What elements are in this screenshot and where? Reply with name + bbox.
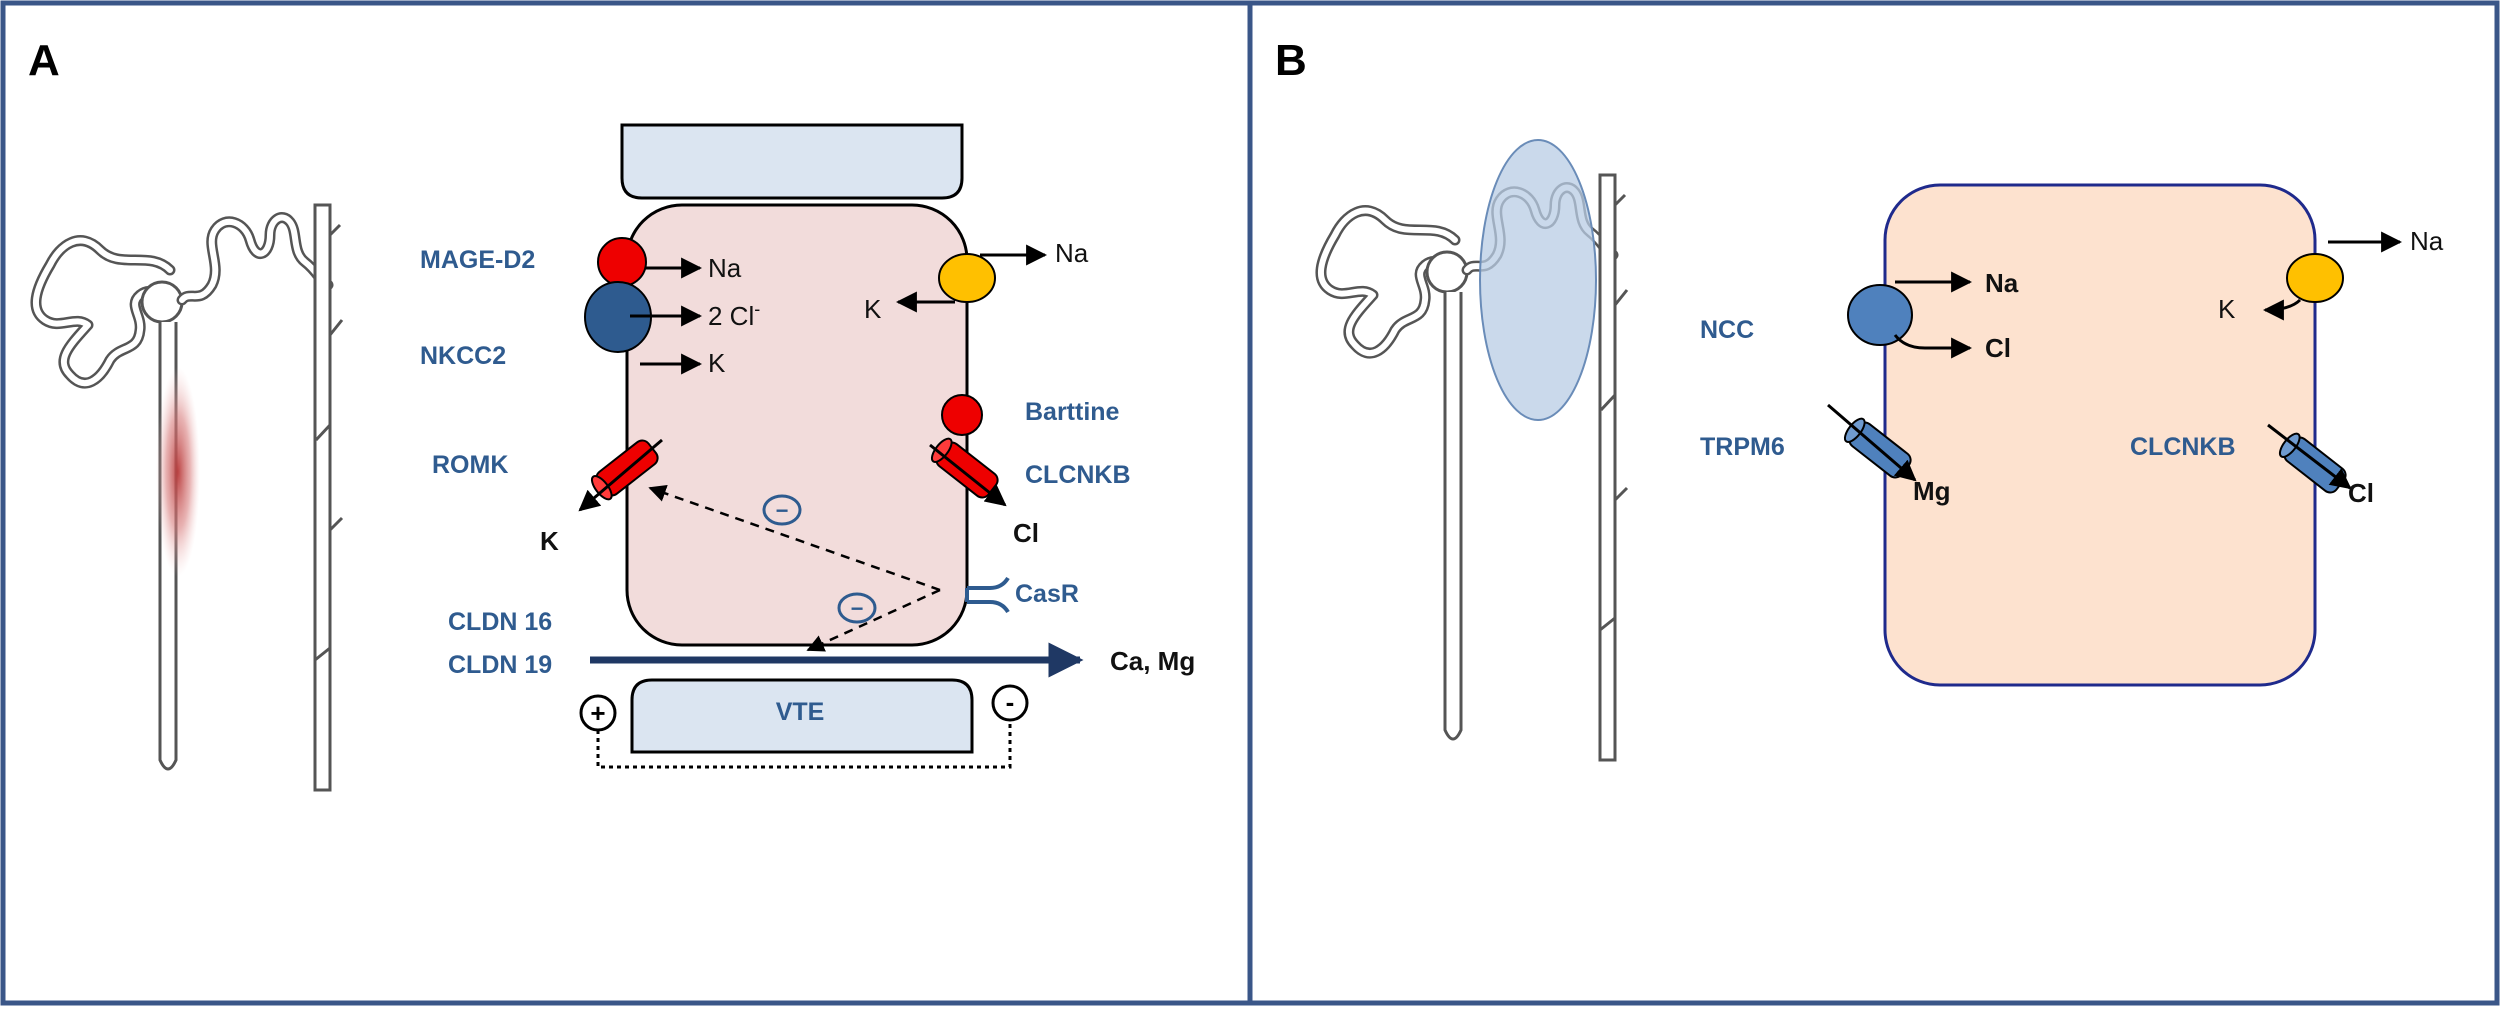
- label-mage-d2: MAGE-D2: [420, 246, 535, 274]
- vte-minus: [991, 684, 1029, 722]
- na-k-pump-a: [938, 253, 996, 303]
- ion-na-in-b: Na: [1985, 268, 2019, 298]
- svg-text:−: −: [776, 498, 789, 523]
- lumen-top: [620, 123, 964, 200]
- ion-cl-in: 2 Cl-: [708, 299, 760, 331]
- svg-text:+: +: [590, 698, 605, 728]
- inhibit-arrow-romk: [648, 484, 941, 592]
- label-nkcc2: NKCC2: [420, 342, 506, 370]
- ncc-transporter: [1847, 284, 1913, 346]
- label-ncc: NCC: [1700, 316, 1754, 344]
- ion-k-in: K: [708, 348, 726, 378]
- label-barttine: Barttine: [1025, 398, 1120, 426]
- ion-na-in: Na: [708, 253, 742, 283]
- ion-k-pump-b: K: [2218, 294, 2236, 324]
- ion-k-pump-a: K: [864, 294, 882, 324]
- svg-text:-: -: [1006, 687, 1015, 717]
- inhibit-arrow-cldn: [806, 588, 941, 652]
- ion-cl-in-b: Cl: [1985, 333, 2011, 363]
- nephron-schematic-b: [1321, 139, 1627, 760]
- thick-ascending-limb-highlight: [156, 367, 200, 577]
- lumen-bottom: [630, 678, 974, 754]
- label-cldn16: CLDN 16: [448, 608, 552, 636]
- barttine-protein: [941, 394, 983, 436]
- inhibit-sign-2: [837, 592, 877, 624]
- ion-na-pump-b: Na: [2410, 226, 2444, 256]
- ion-ca-mg: Ca, Mg: [1110, 646, 1195, 676]
- panel-b: NCC Na Cl TRPM6 Mg Na K CLCNKB Cl: [1321, 139, 2444, 760]
- tal-cell: [625, 203, 969, 647]
- ion-cl-out-b: Cl: [2348, 478, 2374, 508]
- dct-highlight: [1479, 139, 1597, 421]
- nephron-schematic-a: [36, 205, 342, 790]
- ion-k-out-a: K: [540, 526, 559, 556]
- inhibit-sign-1: [762, 494, 802, 526]
- mage-d2-protein: [597, 237, 647, 287]
- panel-a-letter: A: [28, 36, 60, 85]
- na-k-pump-b: [2286, 253, 2344, 303]
- ion-na-pump-a: Na: [1055, 238, 1089, 268]
- clcnkb-channel-a: [930, 437, 999, 499]
- ion-cl-out-a: Cl: [1013, 518, 1039, 548]
- casr-receptor: [967, 576, 1010, 614]
- ion-mg: Mg: [1913, 476, 1951, 506]
- panel-a: MAGE-D2 NKCC2 Na 2 Cl- K Na K Barttine C…: [36, 123, 1195, 790]
- label-clcnkb-b: CLCNKB: [2130, 433, 2236, 461]
- panel-b-letter: B: [1275, 36, 1307, 85]
- dct-cell: [1883, 183, 2317, 687]
- vte-circuit: [596, 720, 1012, 769]
- label-clcnkb-a: CLCNKB: [1025, 461, 1131, 489]
- label-casr: CasR: [1015, 580, 1079, 608]
- label-trpm6: TRPM6: [1700, 433, 1785, 461]
- label-romk: ROMK: [432, 451, 508, 479]
- label-vte: VTE: [776, 698, 825, 726]
- label-cldn19: CLDN 19: [448, 651, 552, 679]
- svg-text:−: −: [851, 596, 864, 621]
